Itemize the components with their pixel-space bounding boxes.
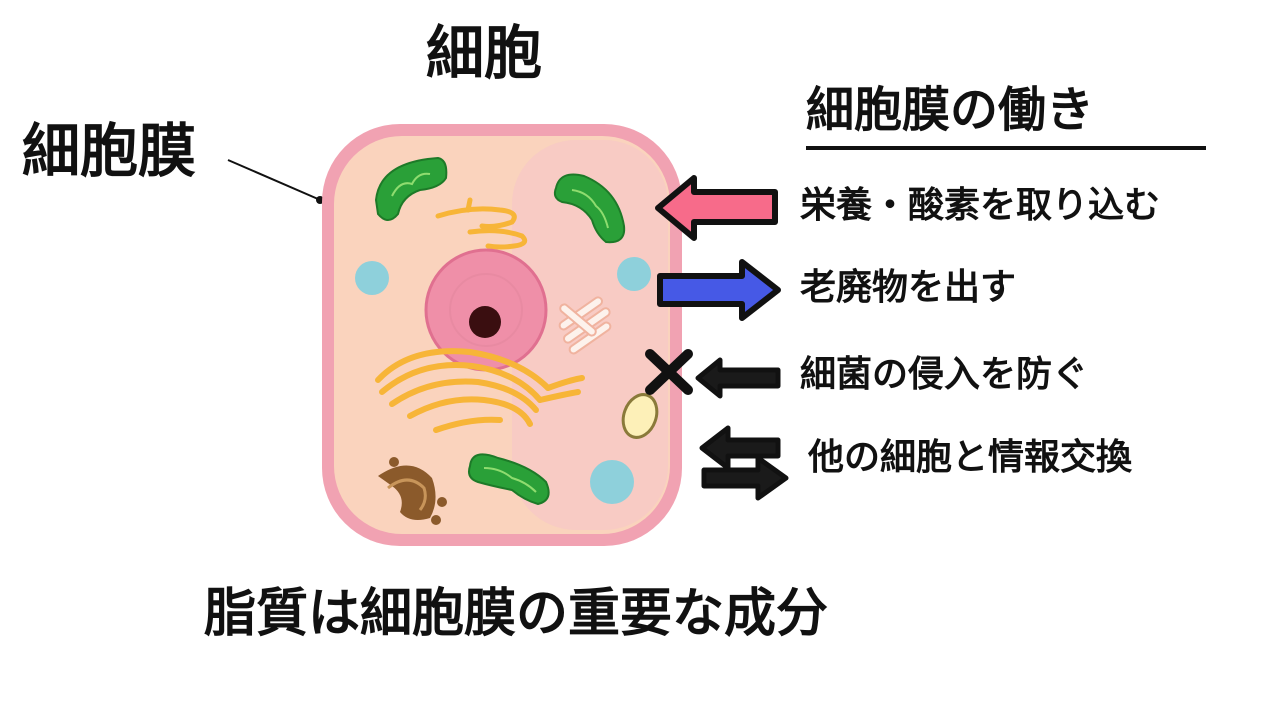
endoplasmic-reticulum-top [435,197,528,250]
mitochondrion-bottom [468,453,550,506]
mitochondrion-top-right [553,173,626,244]
vacuole-bottom [590,460,634,504]
nucleolus [469,306,501,338]
membrane-leader-line [227,159,319,200]
bottom-caption: 脂質は細胞膜の重要な成分 [204,584,829,644]
function-excrete: 老廃物を出す [800,267,1017,308]
blocked-arrow [695,357,781,399]
golgi-brown [378,457,447,525]
diagram-title: 細胞 [426,19,543,87]
lysosome [621,393,659,439]
mitochondrion-top-left [374,156,448,221]
blocked-x-icon [645,349,693,395]
membrane-label: 細胞膜 [22,117,197,185]
functions-heading-underline [806,146,1206,150]
exchange-arrow-left [699,425,781,471]
intake-arrow [655,175,778,241]
vacuole-left [355,261,389,295]
centriole-bundle [558,296,612,355]
output-arrow [657,259,781,321]
vacuole-right [617,257,651,291]
function-intake: 栄養・酸素を取り込む [800,185,1161,226]
function-information-exchange: 他の細胞と情報交換 [808,437,1133,478]
function-block-bacteria: 細菌の侵入を防ぐ [800,354,1089,395]
golgi-apparatus [375,348,585,433]
functions-heading: 細胞膜の働き [806,82,1095,138]
exchange-arrow-right [701,455,789,501]
